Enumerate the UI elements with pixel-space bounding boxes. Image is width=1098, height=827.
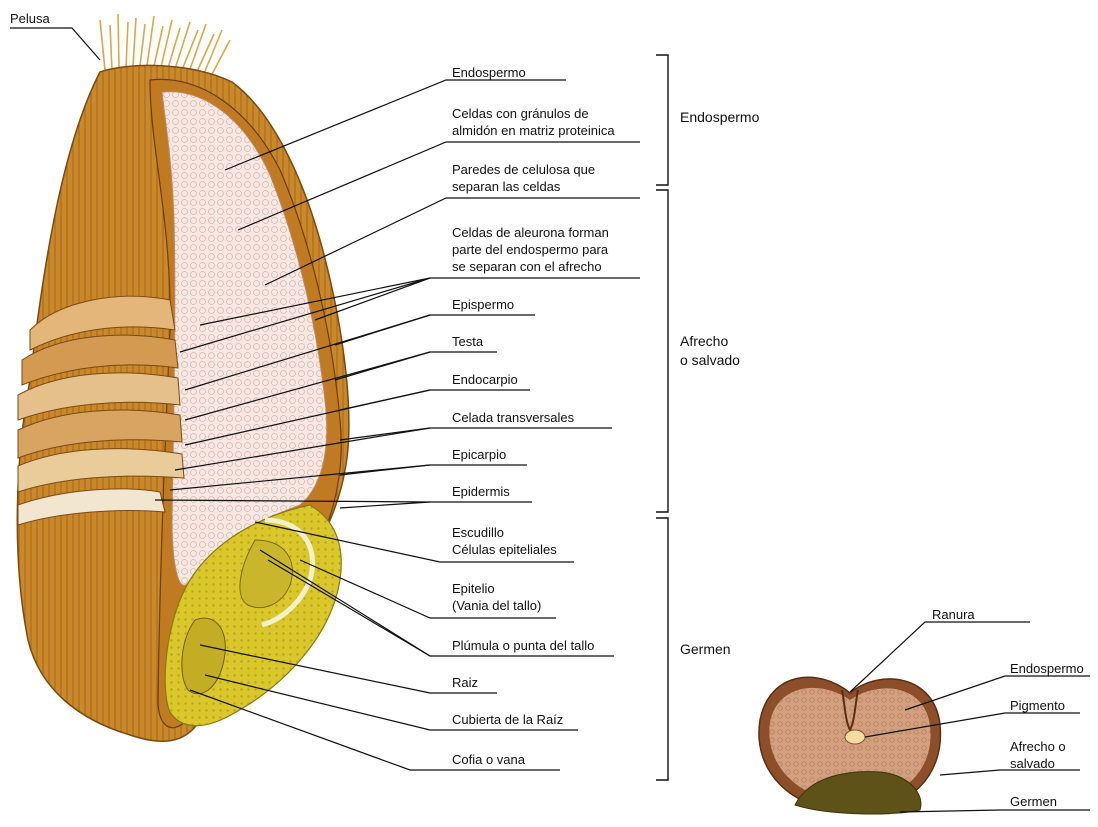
label-cubierta-raiz: Cubierta de la Raíz (452, 711, 563, 728)
label-paredes-celulosa: Paredes de celulosa que separan las celd… (452, 161, 595, 195)
group-label-germen: Germen (680, 640, 731, 659)
cross-section-pigment (845, 730, 865, 744)
label-celdas-aleurona: Celdas de aleurona forman parte del endo… (452, 224, 609, 275)
group-label-endospermo: Endospermo (680, 108, 759, 127)
group-brackets (656, 55, 668, 780)
label-testa: Testa (452, 333, 483, 350)
label-epispermo: Epispermo (452, 296, 514, 313)
label-epidermis: Epidermis (452, 483, 510, 500)
label-cofia: Cofia o vana (452, 751, 525, 768)
label-pelusa: Pelusa (10, 10, 50, 27)
xsec-label-pigmento: Pigmento (1010, 697, 1065, 714)
label-epicarpio: Epicarpio (452, 446, 506, 463)
xsec-label-ranura: Ranura (932, 606, 975, 623)
cross-section (759, 622, 1090, 814)
label-endocarpio: Endocarpio (452, 371, 518, 388)
xsec-label-afrecho: Afrecho o salvado (1010, 738, 1066, 772)
label-raiz: Raiz (452, 674, 478, 691)
label-celdas-granulos: Celdas con gránulos de almidón en matriz… (452, 105, 615, 139)
label-epitelio: Epitelio (Vania del tallo) (452, 580, 541, 614)
label-endospermo: Endospermo (452, 64, 526, 81)
xsec-label-germen: Germen (1010, 793, 1057, 810)
label-escudillo: Escudillo Células epiteliales (452, 524, 557, 558)
label-celada-transversales: Celada transversales (452, 409, 574, 426)
xsec-label-endospermo: Endospermo (1010, 660, 1084, 677)
label-plumula: Plúmula o punta del tallo (452, 637, 594, 654)
group-label-afrecho: Afrecho o salvado (680, 332, 740, 370)
